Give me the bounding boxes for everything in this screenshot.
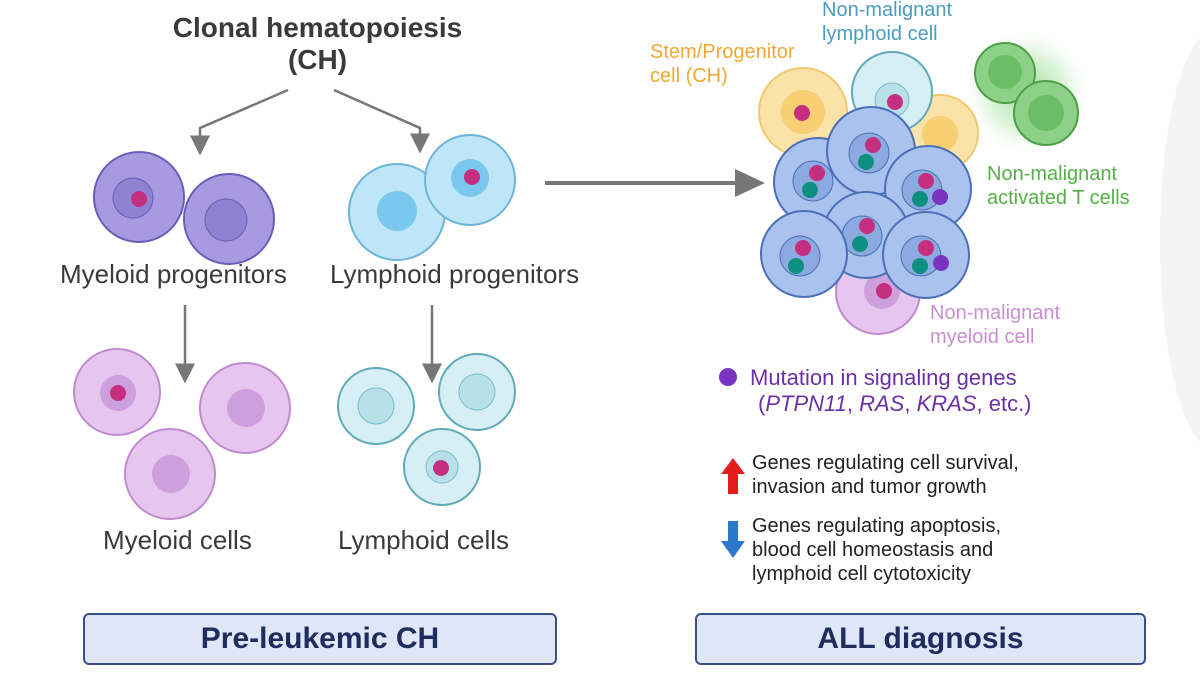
- magenta-dot: [876, 283, 892, 299]
- magenta-dot: [865, 137, 881, 153]
- lymphoid-progenitors-label: Lymphoid progenitors: [330, 259, 580, 289]
- magenta-dot: [809, 165, 825, 181]
- myeloid-progenitors-label: Myeloid progenitors: [60, 259, 287, 289]
- lymphoid-cells-label: Lymphoid cells: [338, 525, 510, 555]
- mutation-legend-text: Mutation in signaling genes (PTPN11, RAS…: [750, 365, 1032, 417]
- gene-ptpn11: PTPN11: [765, 391, 847, 417]
- magenta-dot: [859, 218, 875, 234]
- up-arrow-icon: [721, 458, 745, 494]
- ch-title-line2: (CH): [287, 44, 348, 76]
- magenta-dot: [795, 240, 811, 256]
- up-regulated-legend: Genes regulating cell survival, invasion…: [752, 452, 1019, 498]
- mutation-legend-dot: [719, 368, 737, 386]
- activated-t-cells-label: Non-malignant activated T cells: [987, 163, 1130, 209]
- down-arrows: [175, 305, 442, 384]
- magenta-dot: [464, 169, 480, 185]
- teal-dot: [912, 258, 928, 274]
- myeloid-cells: [73, 348, 291, 520]
- myeloid-cells-label: Myeloid cells: [103, 525, 252, 555]
- ch-title-line1: Clonal hematopoiesis: [172, 12, 463, 43]
- all-diagnosis-box: ALL diagnosis: [695, 613, 1146, 665]
- background-shape: [1160, 37, 1200, 443]
- gene-kras: KRAS: [916, 391, 977, 417]
- stem-progenitor-label: Stem/Progenitor cell (CH): [650, 41, 795, 87]
- lymphoid-cells: [337, 353, 516, 506]
- nonmalignant-lymphoid-label: Non-malignant lymphoid cell: [822, 0, 953, 45]
- lymphoid-progenitor-cells: [348, 134, 516, 261]
- teal-dot: [912, 191, 928, 207]
- magenta-dot: [433, 460, 449, 476]
- leukemic-blast-cells: [760, 106, 972, 299]
- magenta-dot: [887, 94, 903, 110]
- transition-arrow: [545, 169, 765, 197]
- activated-t-cells: [965, 30, 1089, 154]
- magenta-dot: [110, 385, 126, 401]
- down-regulated-legend: Genes regulating apoptosis, blood cell h…: [752, 515, 1002, 585]
- purple-dot: [933, 255, 949, 271]
- pre-leukemic-ch-box: Pre-leukemic CH: [83, 613, 557, 665]
- down-arrow-icon: [721, 521, 745, 558]
- magenta-dot: [918, 240, 934, 256]
- teal-dot: [788, 258, 804, 274]
- teal-dot: [858, 154, 874, 170]
- nonmalignant-myeloid-label: Non-malignant myeloid cell: [930, 302, 1061, 348]
- gene-ras: RAS: [859, 391, 905, 417]
- purple-dot: [932, 189, 948, 205]
- ch-title: Clonal hematopoiesis (CH): [150, 12, 485, 76]
- myeloid-progenitor-cells: [93, 151, 275, 265]
- teal-dot: [802, 182, 818, 198]
- teal-dot: [852, 236, 868, 252]
- magenta-dot: [918, 173, 934, 189]
- magenta-dot: [794, 105, 810, 121]
- magenta-dot: [131, 191, 147, 207]
- branch-arrows: [190, 88, 430, 156]
